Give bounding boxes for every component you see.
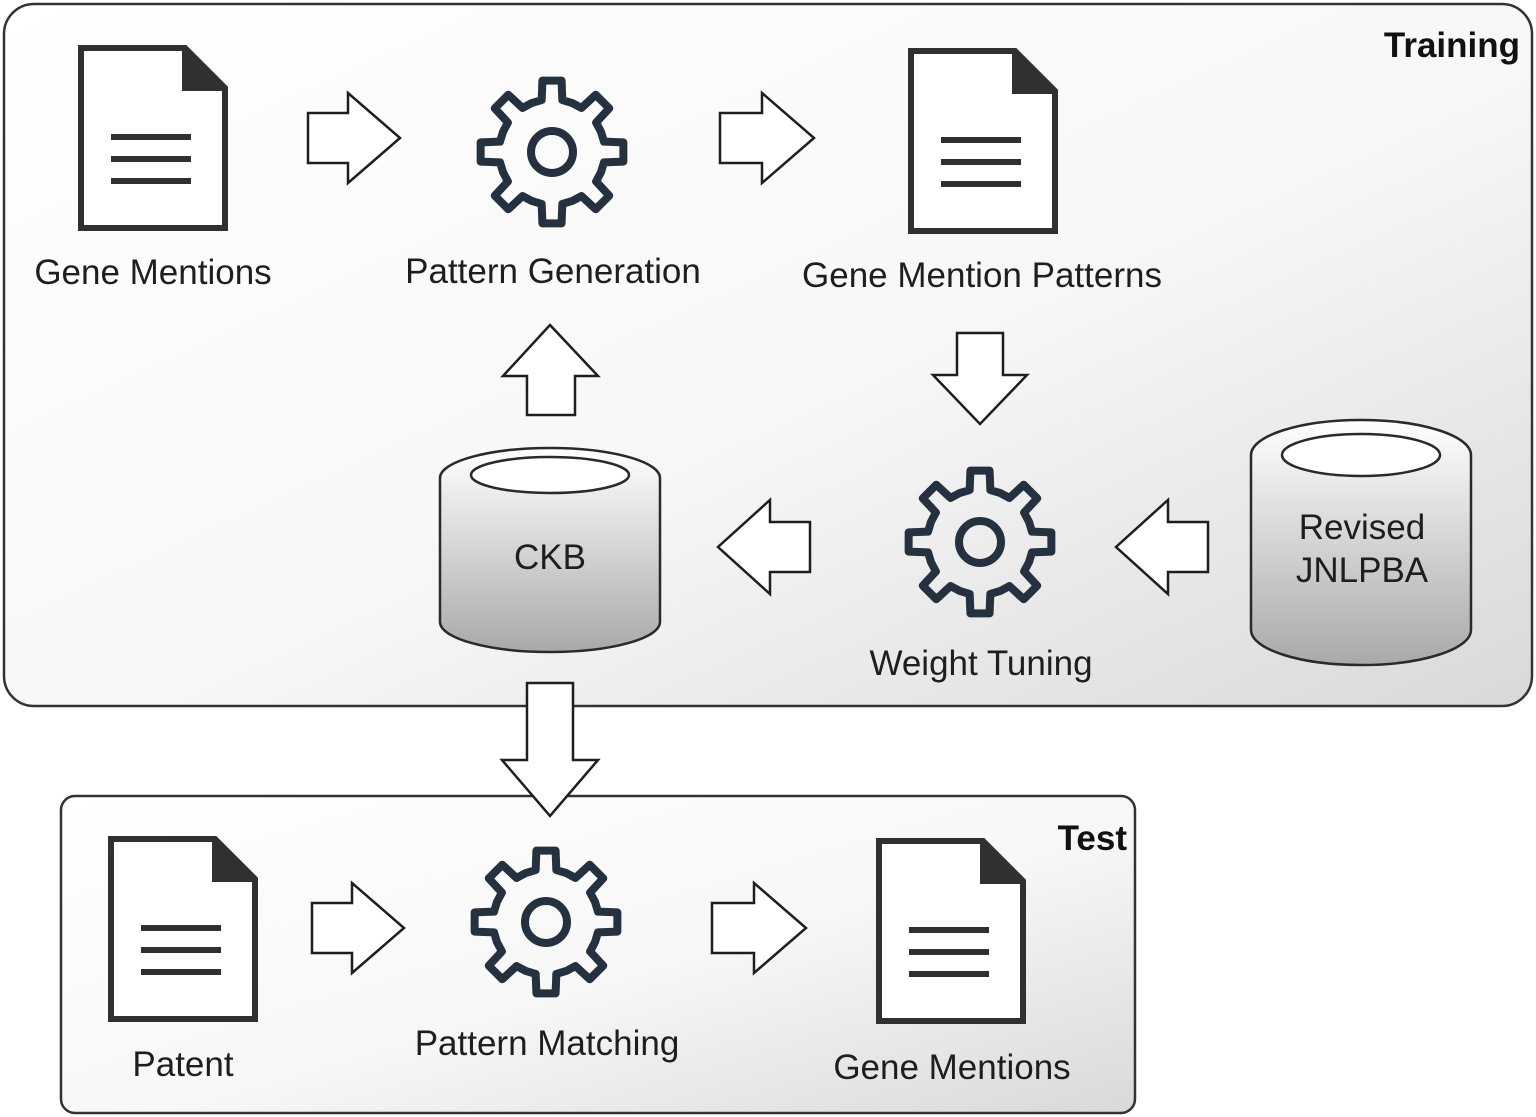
test-panel: Test Patent Pattern Matching Gene Mentio… xyxy=(59,794,1137,1115)
gene-mentions-document-icon xyxy=(81,45,228,228)
arrow-left-icon xyxy=(716,497,812,597)
training-panel: Training Gene Mentions Pattern Generatio… xyxy=(2,2,1534,708)
arrow-up-icon xyxy=(500,323,601,417)
pattern-matching-label: Pattern Matching xyxy=(415,1024,680,1063)
pattern-generation-gear-icon xyxy=(476,76,628,228)
training-title: Training xyxy=(1384,26,1520,65)
arrow-right-icon xyxy=(718,90,816,186)
arrow-right-icon xyxy=(710,880,808,976)
patent-label: Patent xyxy=(132,1045,233,1084)
arrow-down-to-test-icon xyxy=(499,681,601,818)
ckb-label: CKB xyxy=(514,538,586,577)
revised-jnlpba-database-cylinder-icon xyxy=(1249,418,1473,667)
test-gene-mentions-label: Gene Mentions xyxy=(833,1048,1070,1087)
arrow-right-icon xyxy=(310,880,406,976)
arrow-right-icon xyxy=(306,90,402,186)
pattern-matching-gear-icon xyxy=(470,846,622,998)
gene-mentions-output-document-icon xyxy=(879,838,1026,1021)
arrow-left-icon xyxy=(1114,497,1210,597)
pattern-generation-label: Pattern Generation xyxy=(405,252,701,291)
weight-tuning-label: Weight Tuning xyxy=(869,644,1092,683)
ckb-database-cylinder-icon xyxy=(438,446,662,654)
patent-document-icon xyxy=(111,836,258,1019)
gene-mention-patterns-document-icon xyxy=(911,48,1058,231)
gene-mention-patterns-label: Gene Mention Patterns xyxy=(802,256,1162,295)
revised-label-line2: JNLPBA xyxy=(1296,551,1429,590)
test-title: Test xyxy=(1058,819,1128,858)
revised-label-line1: Revised xyxy=(1299,508,1425,547)
gene-mentions-label: Gene Mentions xyxy=(34,253,271,292)
weight-tuning-gear-icon xyxy=(904,466,1056,618)
arrow-down-icon xyxy=(930,331,1030,426)
